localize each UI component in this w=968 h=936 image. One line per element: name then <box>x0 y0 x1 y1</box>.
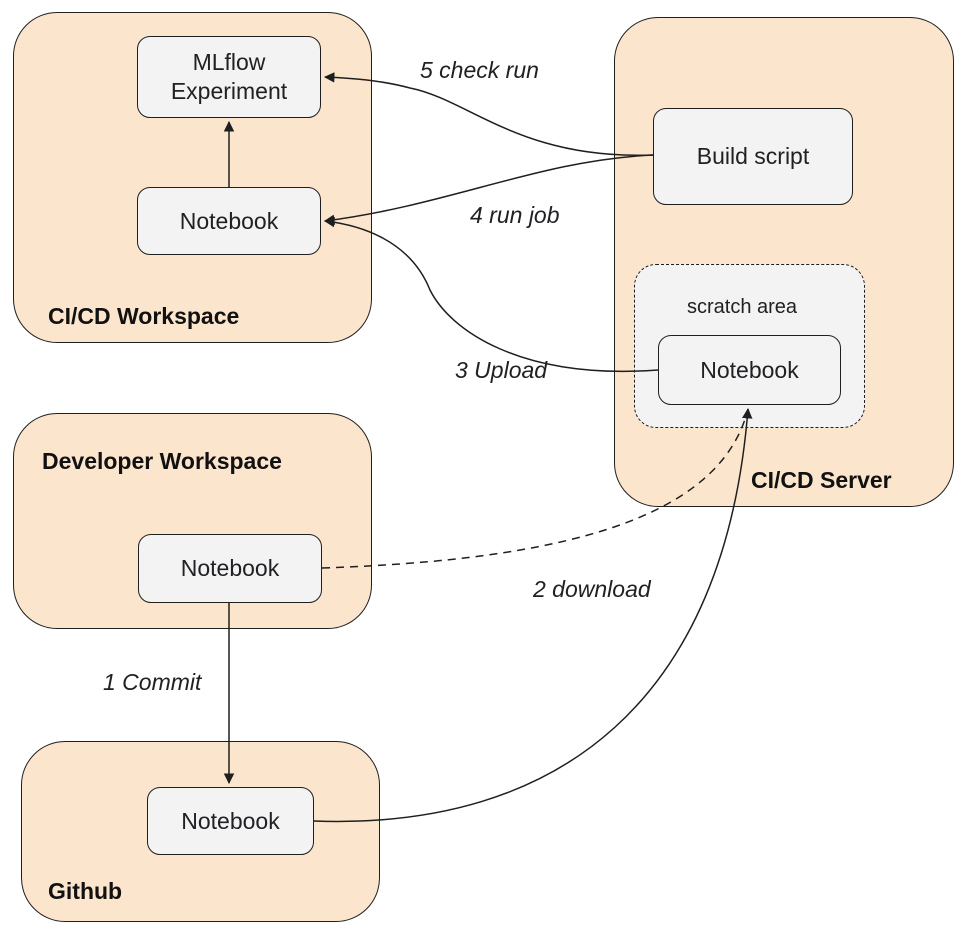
edge-label-run-job: 4 run job <box>470 202 560 228</box>
edge-label-upload: 3 Upload <box>455 357 548 383</box>
build-script-node: Build script <box>653 108 853 205</box>
scratch-notebook-node: Notebook <box>658 335 841 405</box>
edge-label-commit: 1 Commit <box>103 669 202 695</box>
build-script-label: Build script <box>696 143 810 169</box>
scratch-area-label: scratch area <box>687 296 798 318</box>
mlflow-experiment-line1: MLflow <box>192 49 266 75</box>
github-notebook-label: Notebook <box>181 807 280 834</box>
developer-notebook-label: Notebook <box>180 555 280 581</box>
github-notebook-node: Notebook <box>147 787 314 855</box>
mlflow-experiment-node: MLflow Experiment <box>137 36 321 118</box>
developer-workspace-label: Developer Workspace <box>42 448 282 474</box>
cicd-notebook-node: Notebook <box>137 187 321 255</box>
edge-upload <box>323 216 659 372</box>
github-label: Github <box>48 878 123 904</box>
developer-notebook-node: Notebook <box>138 534 322 603</box>
scratch-notebook-label: Notebook <box>700 356 799 383</box>
mlflow-experiment-line2: Experiment <box>170 78 288 104</box>
edge-label-check-run: 5 check run <box>420 57 539 83</box>
cicd-server-container: CI/CD Server <box>614 17 954 507</box>
edge-label-download: 2 download <box>533 576 651 602</box>
edge-check-run <box>323 72 654 156</box>
cicd-server-label: CI/CD Server <box>751 467 892 493</box>
cicd-workspace-label: CI/CD Workspace <box>48 303 240 329</box>
cicd-notebook-label: Notebook <box>179 207 279 234</box>
